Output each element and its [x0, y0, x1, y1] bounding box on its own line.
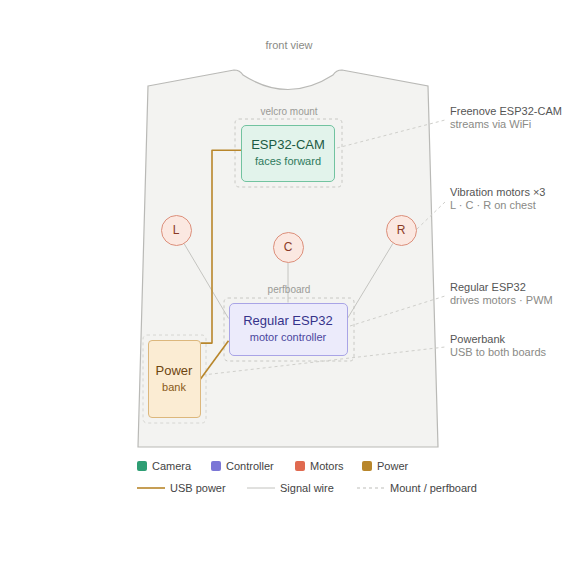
node-title: C: [284, 240, 293, 255]
node-title: Regular ESP32: [243, 313, 333, 329]
callout-note: streams via WiFi: [450, 118, 531, 131]
signal-wire: [288, 263, 289, 303]
callout-title: Freenove ESP32-CAM: [450, 105, 562, 118]
controller-box: Regular ESP32 motor controller: [229, 303, 348, 356]
node-subtitle: motor controller: [250, 331, 326, 345]
motor-circle: C: [273, 232, 304, 263]
signal-wire: [184, 243, 229, 318]
power-box: Power bank: [148, 340, 201, 418]
node-subtitle: bank: [162, 381, 186, 395]
motor-circle: L: [161, 215, 192, 246]
node-title: ESP32-CAM: [251, 137, 325, 153]
motor-circle: R: [386, 215, 417, 246]
view-title: front view: [265, 39, 312, 52]
legend-item: USB power: [137, 481, 226, 495]
callout-note: L · C · R on chest: [450, 199, 536, 212]
legend-swatch: [362, 461, 372, 471]
velcro-mount: [235, 119, 342, 187]
perfboard: [224, 298, 354, 361]
legend-text: Signal wire: [280, 482, 334, 494]
legend-item: Motors: [295, 459, 344, 473]
mount-label: perfboard: [268, 284, 311, 296]
signal-wire: [348, 243, 394, 318]
legend-swatch: [211, 461, 221, 471]
legend-text: Camera: [152, 460, 191, 472]
legend-item: Mount / perfboard: [357, 481, 477, 495]
legend-text: Motors: [310, 460, 344, 472]
legend-line-sample: [137, 483, 165, 493]
callout-note: drives motors · PWM: [450, 294, 553, 307]
legend-text: Controller: [226, 460, 274, 472]
powerbank-mount: [143, 335, 206, 423]
legend-text: USB power: [170, 482, 226, 494]
legend-line-sample: [247, 483, 275, 493]
legend-item: Signal wire: [247, 481, 334, 495]
legend-text: Power: [377, 460, 408, 472]
legend-swatch: [295, 461, 305, 471]
legend-text: Mount / perfboard: [390, 482, 477, 494]
leader-lines: [203, 120, 445, 375]
mount-label: velcro mount: [260, 106, 317, 118]
shirt-outline: [138, 70, 438, 447]
legend-item: Controller: [211, 459, 274, 473]
node-title: L: [173, 223, 180, 238]
callout-title: Regular ESP32: [450, 281, 526, 294]
legend-item: Power: [362, 459, 408, 473]
node-title: R: [397, 223, 406, 238]
legend-swatch: [137, 461, 147, 471]
camera-box: ESP32-CAM faces forward: [241, 125, 335, 182]
callout-title: Vibration motors ×3: [450, 186, 546, 199]
node-title: Power: [156, 363, 193, 379]
legend-item: Camera: [137, 459, 191, 473]
callout-note: USB to both boards: [450, 346, 546, 359]
legend-line-sample: [357, 483, 385, 493]
usb-power-wire: [201, 341, 229, 379]
callout-title: Powerbank: [450, 333, 505, 346]
node-subtitle: faces forward: [255, 155, 321, 169]
